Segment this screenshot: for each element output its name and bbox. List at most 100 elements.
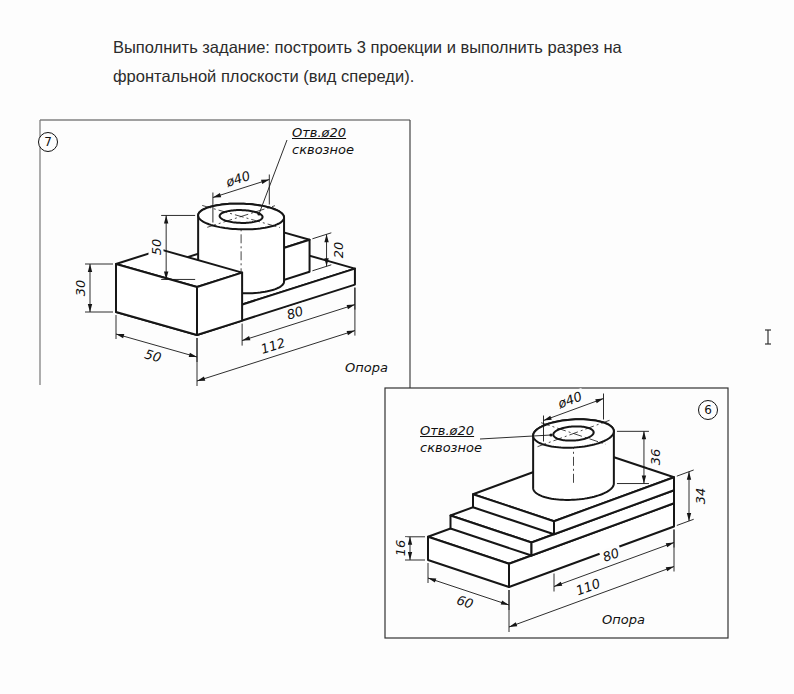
dimension-arrow [88, 304, 92, 312]
cursor-cap [765, 343, 771, 344]
dimension-arrow [554, 582, 562, 587]
text-cursor [765, 330, 771, 344]
dimension-arrow [666, 567, 674, 572]
callout-number: 7 [44, 136, 52, 149]
block-face [197, 273, 242, 335]
extension-line [428, 563, 429, 583]
callout-number: 6 [704, 404, 712, 417]
isometric-parts [116, 204, 674, 587]
dimension-value: 20 [330, 240, 345, 261]
dimension-arrow [501, 600, 509, 605]
dimension-value: 60 [453, 592, 477, 613]
center-line [202, 205, 280, 227]
dimension-arrow [213, 193, 221, 198]
extension-line [509, 590, 510, 610]
extension-line [677, 470, 694, 476]
extension-line [677, 519, 694, 525]
leader-dot [549, 433, 552, 436]
hole-note: сквозное [290, 142, 356, 157]
dimension-arrow [347, 331, 355, 336]
dimension-arrow [88, 264, 92, 272]
extension-line [509, 590, 510, 632]
cursor-cap [765, 329, 771, 330]
cursor-stem [767, 330, 768, 344]
extension-line [197, 338, 198, 362]
extension-line [116, 315, 117, 339]
extension-line [85, 312, 113, 313]
dimension-arrow [408, 552, 412, 560]
extension-line [405, 536, 425, 537]
hole-note: Отв.ø20 [290, 125, 348, 140]
dimension-arrow [242, 336, 250, 341]
leader-dot [257, 212, 260, 215]
dimension-value: 16 [393, 538, 408, 559]
cylinder-side [533, 419, 614, 500]
block-face [473, 494, 554, 534]
extension-line [85, 264, 113, 265]
dimension-line [509, 567, 674, 628]
task-title: Выполнить задание: построить 3 проекции … [113, 33, 728, 91]
dimension-line [554, 543, 674, 587]
dimension-value: 110 [572, 575, 604, 599]
extension-line [354, 288, 355, 336]
dimension-arrow [116, 334, 124, 338]
support-7 [116, 204, 355, 335]
extension-line [543, 416, 544, 442]
dimension-arrow [164, 271, 168, 279]
dimension-arrow [544, 416, 552, 421]
block-face [116, 264, 197, 335]
dimension-line [166, 215, 167, 279]
extension-line [269, 175, 270, 205]
dimension-arrow [197, 376, 205, 381]
cylinder [533, 419, 614, 500]
hole-note: сквозное [418, 440, 484, 455]
part-name: Опора [343, 360, 390, 375]
dimension-arrow [666, 543, 674, 548]
dimension-value: 36 [647, 447, 662, 468]
dimension-arrow [324, 258, 328, 266]
part-name: Опора [600, 612, 647, 627]
frame-line [409, 120, 410, 388]
frame-7 [40, 120, 410, 388]
frame-line [40, 119, 410, 120]
leader-line [480, 435, 551, 439]
dimension-value: 50 [142, 346, 166, 366]
extension-line [197, 338, 198, 386]
extension-line [674, 530, 675, 572]
extension-line [603, 394, 604, 420]
dimension-arrow [164, 215, 168, 223]
dimension-arrow [324, 234, 328, 242]
dimension-arrow [261, 180, 269, 185]
dimension-value: ø40 [222, 167, 254, 190]
dimension-value: 30 [73, 278, 88, 299]
figure-number: 6 [698, 400, 718, 420]
dimension-value: 34 [693, 486, 708, 507]
dimension-value: 50 [149, 237, 164, 258]
dimension-value: ø40 [554, 388, 586, 412]
dimension-arrow [642, 431, 646, 439]
block [116, 250, 242, 335]
dimension-arrow [687, 513, 691, 521]
cylinder-top [198, 204, 284, 230]
center-line [538, 420, 610, 446]
cylinder-top [533, 419, 614, 447]
extension-line [312, 265, 331, 271]
dimension-line [197, 331, 355, 381]
extension-line [312, 233, 331, 239]
frame-6 [385, 388, 728, 638]
dimension-arrow [428, 578, 436, 583]
dimension-arrow [509, 622, 517, 627]
frame-line [39, 120, 40, 385]
dimension-arrow [347, 305, 355, 310]
center-line [541, 423, 606, 445]
dimension-arrow [687, 472, 691, 480]
dimension-lines [85, 140, 694, 632]
extension-line [554, 574, 555, 592]
hole-note: Отв.ø20 [418, 423, 476, 438]
leader-line [259, 140, 287, 214]
dimension-arrow [642, 476, 646, 484]
dimension-arrow [189, 353, 197, 357]
extension-line [405, 560, 425, 561]
